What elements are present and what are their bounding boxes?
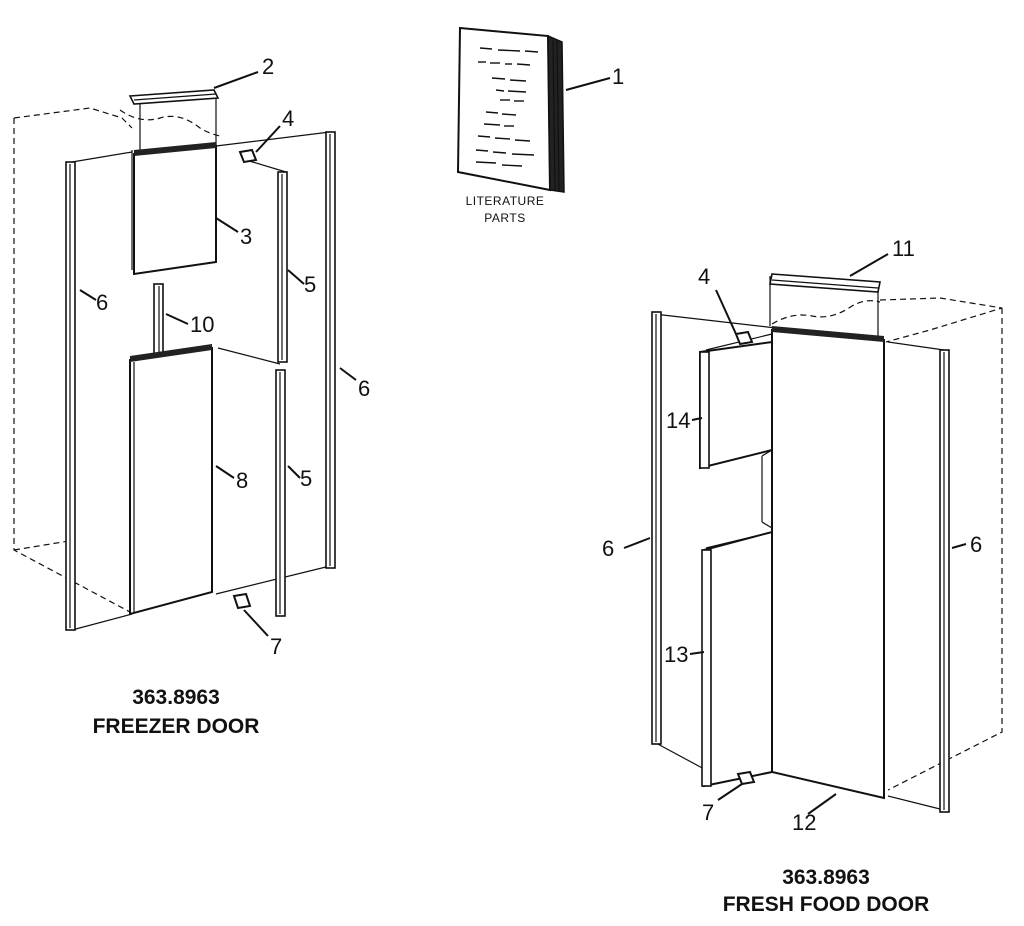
part-13-lower-strip: [701, 530, 773, 788]
freezer-callout-4: 4: [282, 106, 294, 131]
part-2-top-cap: [128, 89, 220, 105]
part-6-left-strip: [65, 161, 76, 631]
part-6-right-strip-ff: [939, 349, 950, 813]
part-7-clip: [232, 592, 252, 610]
ff-callout-12: 12: [792, 810, 816, 835]
ff-callout-4: 4: [698, 264, 710, 289]
freezer-callout-10: 10: [190, 312, 214, 337]
part-12-main-panel: [761, 326, 885, 800]
ff-callout-14: 14: [666, 408, 690, 433]
part-5-lower-strip: [275, 369, 286, 617]
part-14-upper-panel: [699, 340, 773, 470]
freezer-callout-3: 3: [240, 224, 252, 249]
part-6-left-strip-ff: [651, 311, 662, 745]
freezer-callout-5-upper: 5: [304, 272, 316, 297]
part-11-top-cap: [769, 273, 881, 293]
literature-booklet: 1 LITERATURE PARTS: [456, 26, 624, 225]
ff-callout-6-right: 6: [970, 532, 982, 557]
ff-callout-11: 11: [892, 236, 915, 261]
ff-model-number: 363.8963: [782, 866, 870, 889]
freezer-callout-6-left: 6: [96, 290, 108, 315]
parts-label: PARTS: [484, 211, 525, 225]
freezer-callout-6-right: 6: [358, 376, 370, 401]
freezer-callout-7: 7: [270, 634, 282, 659]
part-5-upper-strip: [277, 171, 288, 363]
part-3-upper-panel: [133, 142, 217, 276]
fresh-food-door-title: FRESH FOOD DOOR: [723, 893, 930, 916]
ff-callout-13: 13: [664, 642, 688, 667]
leader-1: [565, 77, 611, 91]
ff-callout-7: 7: [702, 800, 714, 825]
callout-1: 1: [612, 64, 624, 89]
booklet-text-marks: [475, 47, 539, 167]
part-4-clip: [238, 148, 258, 164]
freezer-callout-8: 8: [236, 468, 248, 493]
freezer-door-title: FREEZER DOOR: [93, 715, 260, 738]
literature-label: LITERATURE: [466, 194, 545, 208]
freezer-callout-5-lower: 5: [300, 466, 312, 491]
freezer-door-assembly: 2 4 3 5 5 6 6 10 8 7 363.8963 FREEZER DO…: [13, 54, 370, 738]
ff-callout-6-left: 6: [602, 536, 614, 561]
part-4-clip-ff: [734, 330, 754, 346]
part-8-lower-panel: [129, 344, 213, 616]
part-6-right-strip: [325, 131, 336, 569]
fresh-food-door-assembly: 11 4 14 6 6 13 7 12 363.8963 FRESH FOOD …: [602, 236, 1003, 916]
freezer-model-number: 363.8963: [132, 686, 220, 709]
part-7-clip-ff: [736, 770, 756, 786]
freezer-callout-2: 2: [262, 54, 274, 79]
